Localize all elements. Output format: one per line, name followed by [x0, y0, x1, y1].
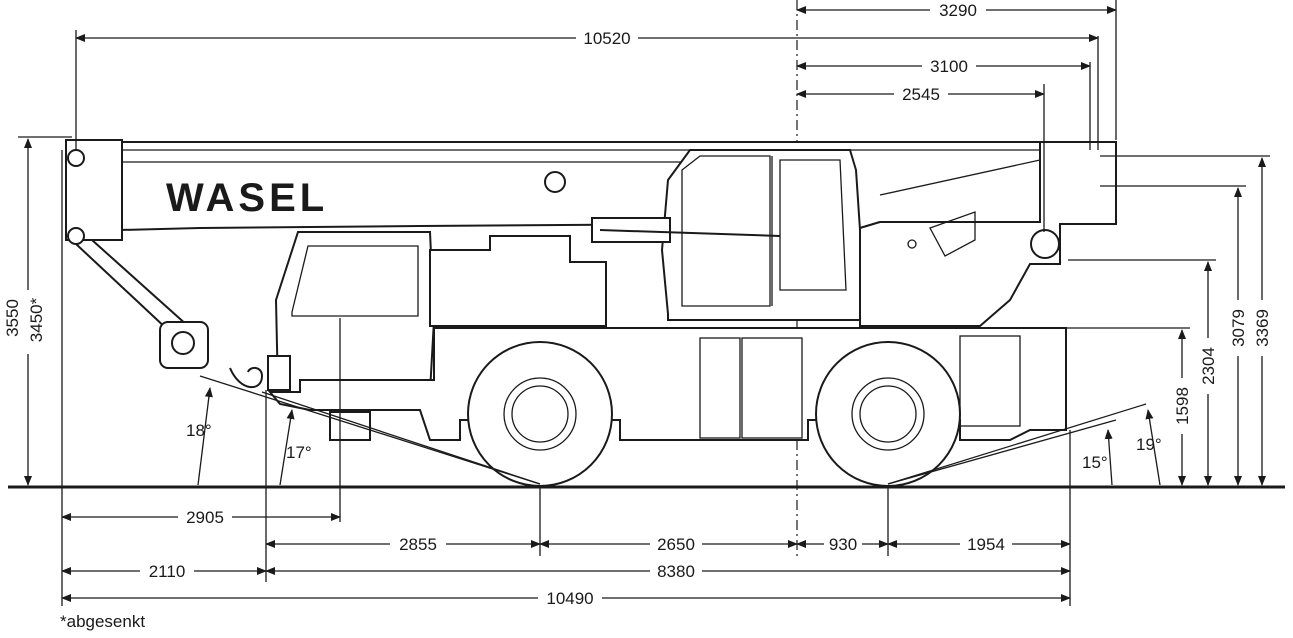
dim-2905: 2905: [186, 508, 224, 527]
dim-3290: 3290: [939, 1, 977, 20]
dim-1954: 1954: [967, 535, 1005, 554]
dim-2650: 2650: [657, 535, 695, 554]
dim-2545: 2545: [902, 85, 940, 104]
dim-930: 930: [829, 535, 857, 554]
dim-3550: 3550: [3, 299, 22, 337]
dim-3369: 3369: [1253, 309, 1272, 347]
angle-18: 18°: [186, 421, 212, 440]
dim-2110: 2110: [149, 562, 186, 581]
dim-10490: 10490: [546, 589, 593, 608]
dim-2304: 2304: [1199, 347, 1218, 385]
footnote: *abgesenkt: [60, 612, 146, 631]
dim-8380: 8380: [657, 562, 695, 581]
crane-silhouette: [65, 139, 1147, 487]
dim-3450: 3450*: [27, 297, 46, 342]
angle-15: 15°: [1082, 453, 1108, 472]
dim-3079: 3079: [1229, 309, 1248, 347]
dim-2855: 2855: [399, 535, 437, 554]
dimension-labels: 3290 10520 3100 2545 3550 3450* 3079 336…: [2, 0, 1272, 608]
extension-lines: [18, 0, 1270, 606]
dim-1598: 1598: [1173, 387, 1192, 425]
angle-19: 19°: [1136, 435, 1162, 454]
dim-10520: 10520: [583, 29, 630, 48]
angle-17: 17°: [286, 443, 312, 462]
brand-lettering: WASEL: [166, 176, 328, 220]
dim-3100: 3100: [930, 57, 968, 76]
